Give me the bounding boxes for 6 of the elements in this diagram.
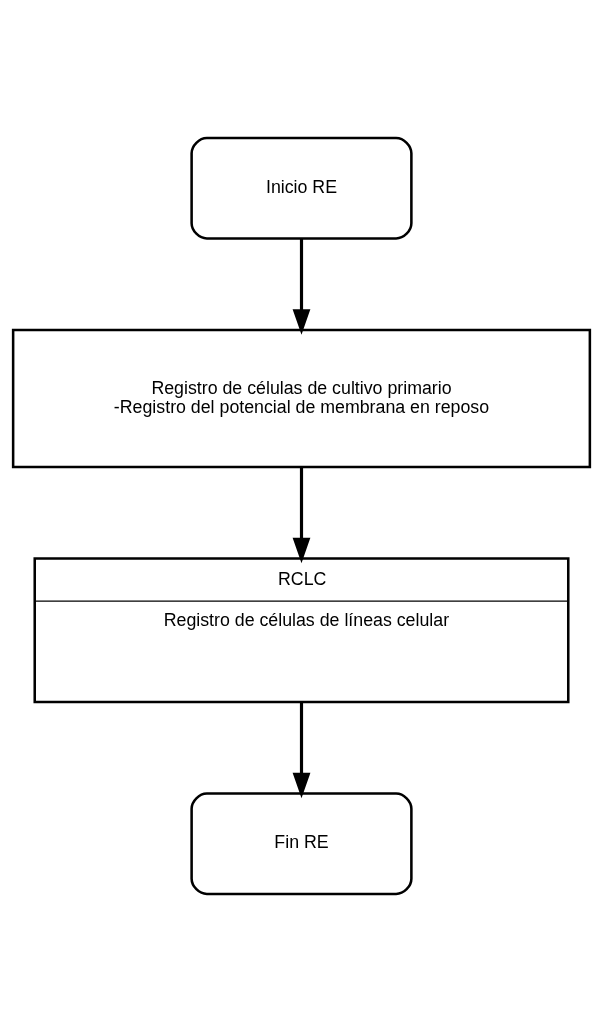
- arrow: [292, 467, 311, 564]
- arrow: [292, 702, 311, 799]
- node-box: Registro de células de cultivo primario -Registro del potencial de membrana en reposo: [11, 328, 592, 469]
- arrow: [292, 238, 311, 335]
- node-box: Inicio RE: [190, 136, 413, 240]
- node-box: Fin RE: [190, 792, 413, 896]
